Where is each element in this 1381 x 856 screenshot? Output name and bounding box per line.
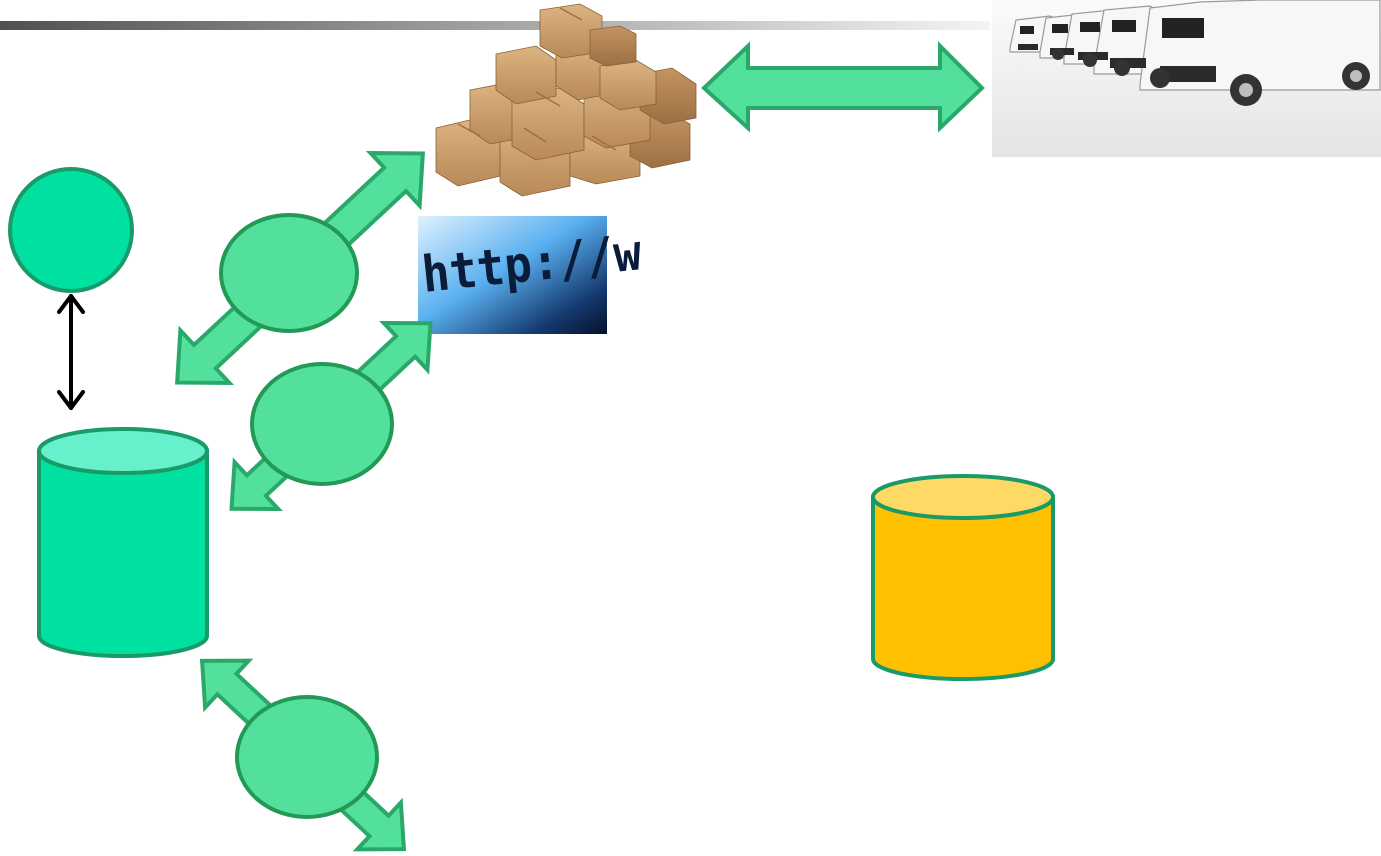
database-secondary [871,474,1055,681]
process-node-1 [219,213,359,333]
process-node-3 [235,695,379,819]
double-arrow-boxes-vans [701,41,985,133]
database-primary [37,427,209,658]
title-bar [0,21,990,30]
delivery-vans-icon [992,0,1381,157]
browser-url-icon: http://w [418,216,645,334]
process-node-2 [250,362,394,486]
black-double-arrow [57,294,85,410]
boxes-icon [435,3,697,197]
actor-node [8,167,134,293]
